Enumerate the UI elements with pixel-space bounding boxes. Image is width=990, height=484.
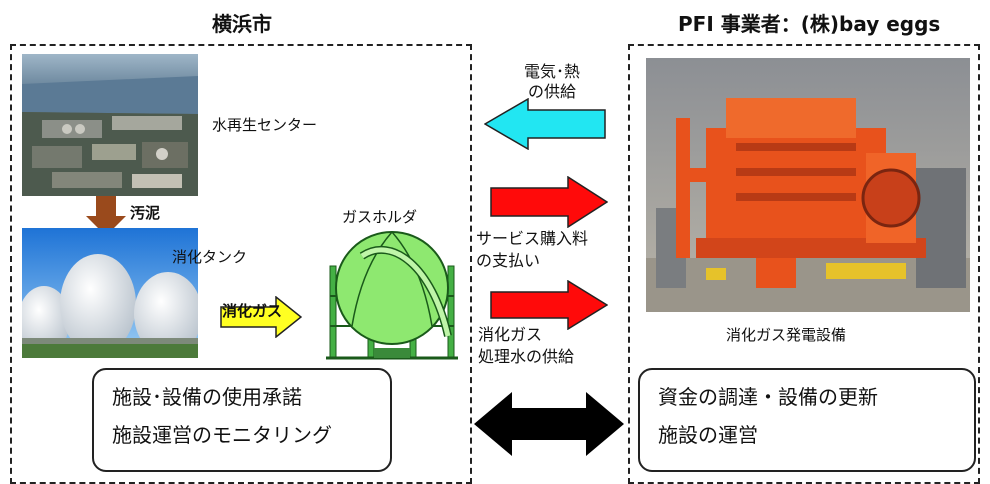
operator-role-funding: 資金の調達・設備の更新	[658, 385, 878, 409]
digestion-gas-arrow	[220, 296, 302, 338]
gas-water-supply-label: 消化ガス 処理水の供給	[478, 325, 575, 366]
city-role-monitoring: 施設運営のモニタリング	[112, 423, 332, 447]
city-roles-box: 施設･設備の使用承諾 施設運営のモニタリング	[92, 368, 392, 472]
water-center-photo	[22, 54, 198, 196]
service-payment-arrow	[490, 176, 608, 228]
sludge-label: 汚泥	[130, 204, 161, 222]
generator-photo	[646, 58, 970, 312]
digestion-tank-photo	[22, 228, 198, 358]
sludge-arrow	[86, 196, 126, 236]
digestion-tank-label: 消化タンク	[172, 248, 248, 266]
city-role-consent: 施設･設備の使用承諾	[112, 385, 302, 409]
city-heading: 横浜市	[212, 12, 272, 36]
generator-caption: 消化ガス発電設備	[726, 326, 847, 344]
electricity-heat-label: 電気･熱 の供給	[524, 62, 581, 101]
operator-role-operation: 施設の運営	[658, 423, 758, 447]
operator-roles-box: 資金の調達・設備の更新 施設の運営	[638, 368, 976, 472]
water-center-label: 水再生センター	[212, 116, 318, 134]
gas-water-supply-arrow	[490, 280, 608, 330]
electricity-heat-arrow	[484, 98, 606, 150]
digestion-gas-label: 消化ガス	[222, 302, 283, 320]
gas-holder-illustration	[322, 226, 462, 366]
gas-holder-label: ガスホルダ	[342, 208, 418, 226]
service-payment-label: サービス購入料 の支払い	[476, 229, 589, 270]
partnership-double-arrow	[474, 392, 624, 456]
operator-heading: PFI 事業者：(株)bay eggs	[678, 12, 941, 36]
